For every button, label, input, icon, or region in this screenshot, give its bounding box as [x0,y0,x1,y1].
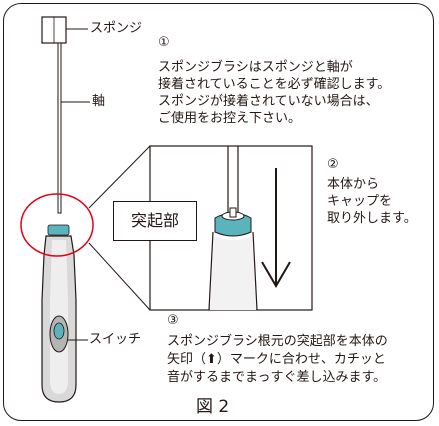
figure-frame [3,3,434,421]
step-1-line: スポンジが接着されていない場合は、 [158,94,379,109]
zoom-handle [208,231,258,311]
step-1-line: ご使用をお控え下さい。 [158,111,302,126]
switch-label: スイッチ [89,332,142,347]
step-3-number: ③ [167,313,179,328]
step-1-line: 接着されていることを必ず確認します。 [158,77,391,92]
step-1-number: ① [158,35,170,50]
step-2-number: ② [327,157,339,172]
step-2-line: 取り外します。 [327,211,417,226]
highlight-circle [20,193,94,257]
cap-top [47,224,70,236]
step-3-line: 矢印（⬆）マークに合わせ、カチッと [167,352,386,367]
protrusion-label: 突起部 [113,201,197,241]
step-3-line: スポンジブラシ根元の突起部を本体の [167,334,388,349]
step-2-line: 本体から [327,177,380,192]
step-1-line: スポンジブラシはスポンジと軸が [158,60,353,75]
sponge-label: スポンジ [90,21,143,36]
shaft [57,42,62,214]
step-2-line: キャップを [327,194,393,209]
shaft-label: 軸 [92,94,106,109]
figure-caption: 図 2 [196,397,230,417]
step-3-line: 音がするまでまっすぐ差し込みます。 [167,370,387,385]
